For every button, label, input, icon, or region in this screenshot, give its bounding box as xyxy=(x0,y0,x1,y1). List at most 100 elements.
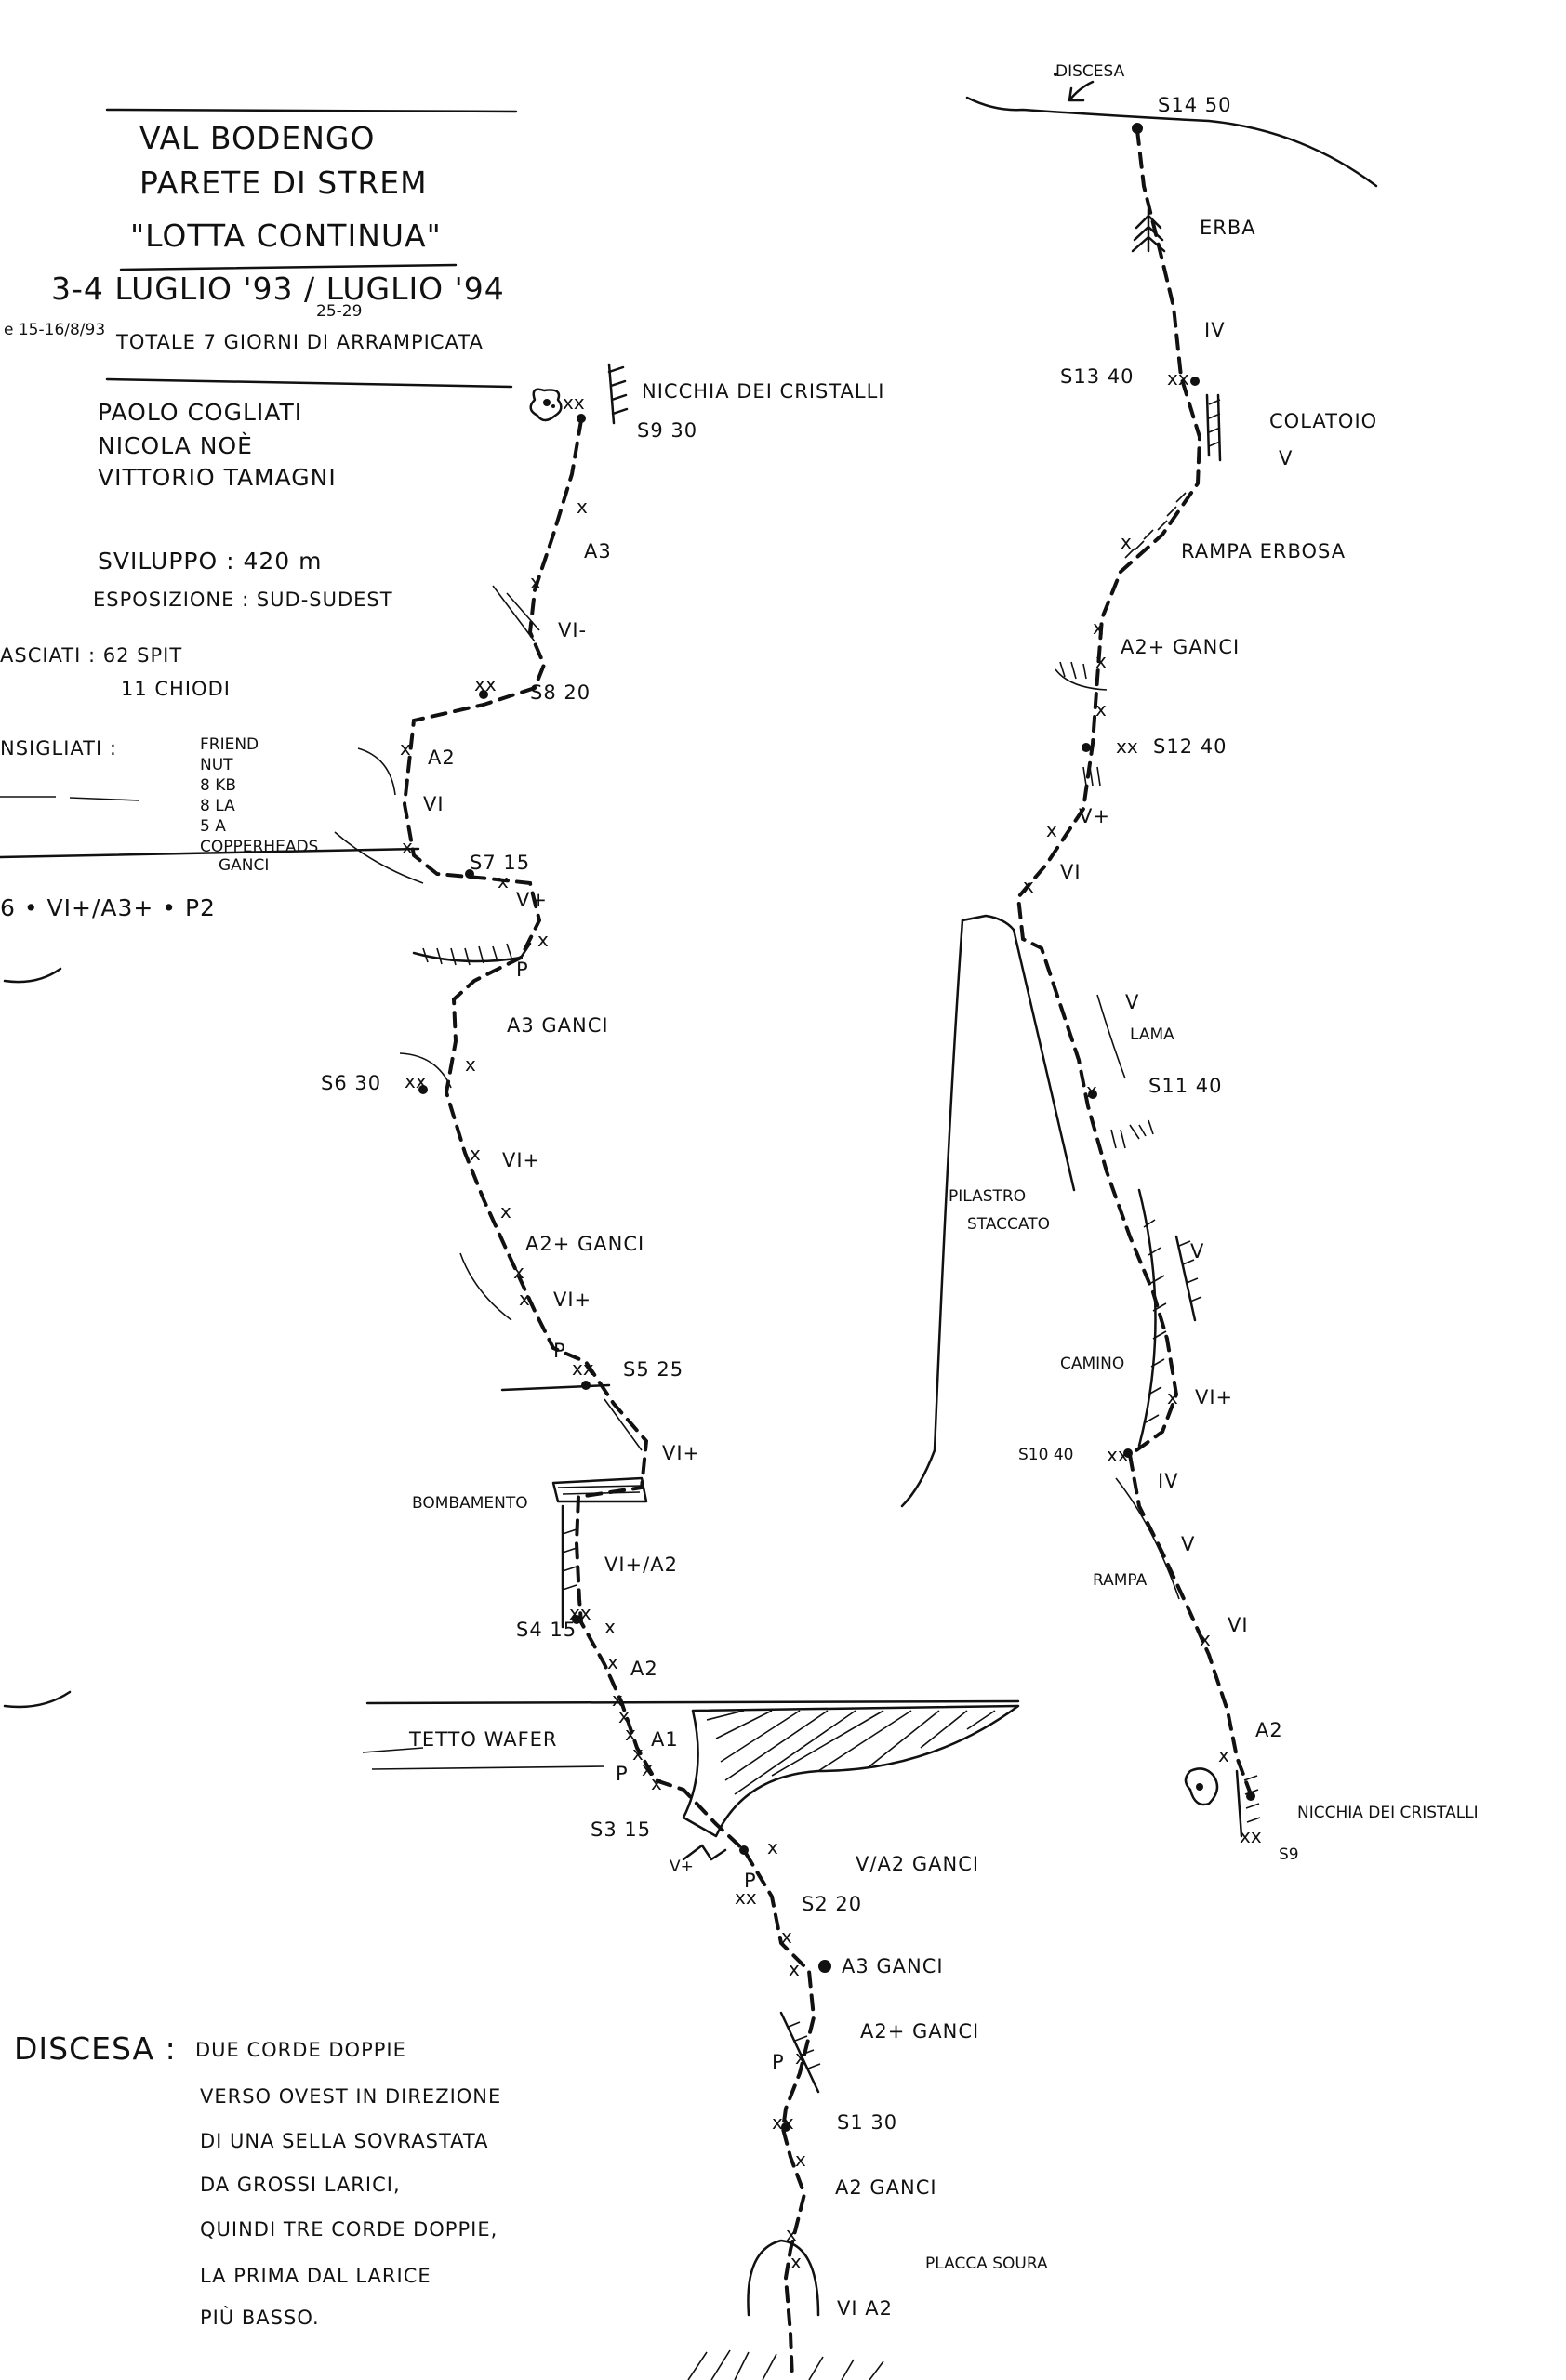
svg-text:x: x xyxy=(537,929,549,951)
left-s9: S9 30 xyxy=(637,419,697,442)
right-staccato: STACCATO xyxy=(967,1215,1050,1234)
info-block: SVILUPPO : 420 m ESPOSIZIONE : SUD-SUDES… xyxy=(0,548,420,1709)
right-iv-2: IV xyxy=(1158,1470,1179,1492)
gear-la: 8 LA xyxy=(200,797,235,815)
svg-text:xx: xx xyxy=(572,1357,594,1380)
gear-a: 5 A xyxy=(200,817,226,836)
right-route-labels: S14 50 ERBA IV S13 40 COLATOIO V RAMPA E… xyxy=(949,94,1479,1864)
left-vi-plus-a2: VI+/A2 xyxy=(604,1554,678,1576)
right-v-2: V xyxy=(1125,991,1139,1013)
right-rampa: RAMPA xyxy=(1093,1571,1148,1590)
left-s1: S1 30 xyxy=(837,2111,897,2134)
svg-text:x: x xyxy=(470,1143,481,1165)
svg-text:x: x xyxy=(1218,1744,1229,1766)
svg-text:x: x xyxy=(632,1742,644,1765)
left-bombamento: BOMBAMENTO xyxy=(412,1494,528,1513)
right-vi-plus: VI+ xyxy=(1195,1386,1233,1408)
right-s10: S10 40 xyxy=(1018,1446,1073,1464)
climber-1: PAOLO COGLIATI xyxy=(98,399,302,426)
left-vi: VI xyxy=(423,793,445,815)
svg-text:x: x xyxy=(498,870,509,892)
wall-name: PARETE DI STREM xyxy=(139,165,428,201)
left-a3: A3 xyxy=(584,540,612,562)
svg-text:xx: xx xyxy=(1167,367,1189,390)
valley-name: VAL BODENGO xyxy=(139,120,375,156)
left-vi-a2: VI A2 xyxy=(837,2297,893,2320)
esposizione: ESPOSIZIONE : SUD-SUDEST xyxy=(93,588,393,611)
svg-text:x: x xyxy=(1095,650,1107,672)
descent-label: DISCESA : xyxy=(14,2030,177,2067)
left-s7: S7 15 xyxy=(470,852,530,874)
consigliati-label: NSIGLIATI : xyxy=(0,737,117,760)
climber-3: VITTORIO TAMAGNI xyxy=(98,464,337,491)
svg-text:xx: xx xyxy=(474,673,497,695)
right-v-plus: V+ xyxy=(1079,805,1110,827)
right-iv-1: IV xyxy=(1204,319,1226,341)
left-s5: S5 25 xyxy=(623,1358,683,1381)
right-vi-2: VI xyxy=(1228,1614,1249,1636)
right-route-top: DISCESA xyxy=(965,62,1378,188)
svg-text:x: x xyxy=(642,1758,653,1780)
dates-block: 3-4 LUGLIO '93 / LUGLIO '94 25-29 e 15-1… xyxy=(4,271,513,389)
left-tetto-wafer: TETTO WAFER xyxy=(408,1728,558,1751)
left-s6: S6 30 xyxy=(321,1072,381,1094)
left-p-5: P xyxy=(772,2051,785,2073)
svg-text:x: x xyxy=(607,1651,618,1673)
gear-nut: NUT xyxy=(200,756,233,774)
left-vi-minus: VI- xyxy=(558,619,587,641)
right-a2: A2 xyxy=(1255,1719,1283,1741)
svg-text:x: x xyxy=(767,1836,778,1858)
lasciati-spit: ASCIATI : 62 SPIT xyxy=(0,644,182,667)
svg-text:x: x xyxy=(513,1261,524,1283)
svg-text:x: x xyxy=(1046,819,1057,841)
climbers-block: PAOLO COGLIATI NICOLA NOÈ VITTORIO TAMAG… xyxy=(98,399,337,491)
climber-2: NICOLA NOÈ xyxy=(98,432,253,459)
descent-line-2: VERSO OVEST IN DIREZIONE xyxy=(200,2085,501,2108)
svg-text:xx: xx xyxy=(1116,735,1138,758)
right-belay-points xyxy=(1082,123,1255,1801)
svg-text:x: x xyxy=(1167,1386,1178,1408)
right-vi-1: VI xyxy=(1060,861,1082,883)
right-s9: S9 xyxy=(1279,1845,1299,1864)
right-protection-marks: xx x x x x xx x x x x xx x x xx xyxy=(1023,367,1262,1847)
left-v-plus: V+ xyxy=(516,889,548,911)
right-a2plus-ganci: A2+ GANCI xyxy=(1121,636,1240,658)
descent-line-4: DA GROSSI LARICI, xyxy=(200,2174,401,2196)
descent-line-7: PIÙ BASSO. xyxy=(200,2306,320,2329)
right-s14: S14 50 xyxy=(1158,94,1231,116)
descent-line-1: DUE CORDE DOPPIE xyxy=(195,2039,406,2061)
left-placca: PLACCA SOURA xyxy=(925,2254,1048,2273)
svg-text:x: x xyxy=(651,1772,662,1794)
left-p-2: P xyxy=(553,1340,566,1362)
svg-text:x: x xyxy=(402,836,413,858)
svg-text:xx: xx xyxy=(405,1070,427,1092)
svg-text:x: x xyxy=(500,1200,511,1223)
svg-text:x: x xyxy=(577,496,588,518)
gear-kb: 8 KB xyxy=(200,776,236,795)
svg-text:xx: xx xyxy=(563,391,585,414)
right-pilastro: PILASTRO xyxy=(949,1187,1026,1206)
route-name: "LOTTA CONTINUA" xyxy=(130,218,442,254)
left-vi-plus-1: VI+ xyxy=(502,1149,540,1171)
descent-line-6: LA PRIMA DAL LARICE xyxy=(200,2265,431,2287)
left-route-labels: NICCHIA DEI CRISTALLI S9 30 A3 VI- S8 20… xyxy=(321,380,1048,2320)
right-s12: S12 40 xyxy=(1153,735,1227,758)
svg-text:x: x xyxy=(786,2223,797,2245)
left-nicchia-label: NICCHIA DEI CRISTALLI xyxy=(642,380,885,403)
left-vi-plus-2: VI+ xyxy=(553,1289,591,1311)
left-a1: A1 xyxy=(651,1728,679,1751)
left-a2-ganci: A2 GANCI xyxy=(835,2176,937,2199)
left-p-3: P xyxy=(616,1763,629,1785)
svg-text:x: x xyxy=(1086,1079,1097,1102)
left-a2plus-ganci: A2+ GANCI xyxy=(525,1233,644,1255)
left-v-a2-ganci: V/A2 GANCI xyxy=(856,1853,979,1875)
left-p-4: P xyxy=(744,1870,757,1892)
svg-text:x: x xyxy=(1121,531,1132,553)
svg-text:x: x xyxy=(1095,698,1107,721)
right-colatoio: COLATOIO xyxy=(1269,410,1377,432)
gear-ganci: GANCI xyxy=(219,856,269,875)
svg-text:x: x xyxy=(604,1616,616,1638)
overall-grade: 6 • VI+/A3+ • P2 xyxy=(0,894,216,921)
svg-text:xx: xx xyxy=(772,2111,794,2134)
